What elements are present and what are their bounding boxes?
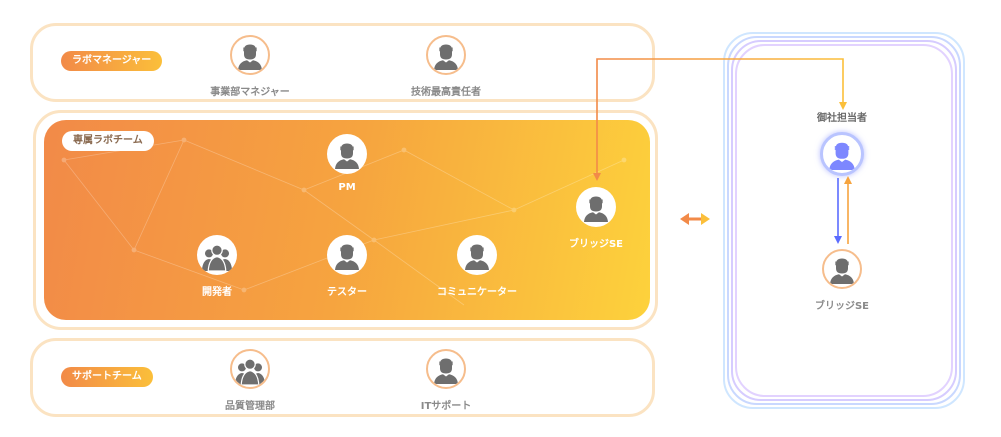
support-team-badge: サポートチーム	[61, 367, 153, 387]
member-client-bridge-se: ブリッジSE	[782, 249, 902, 312]
person-icon	[822, 249, 862, 289]
manager-team-badge: ラボマネージャー	[61, 51, 163, 71]
person-icon	[457, 235, 497, 275]
member-label: ITサポート	[420, 401, 472, 412]
person-icon	[230, 35, 270, 75]
person-icon	[426, 35, 466, 75]
member-label: 開発者	[202, 287, 232, 298]
group-icon	[230, 349, 270, 389]
member-label: 技術最高責任者	[411, 87, 481, 98]
person-icon	[576, 187, 616, 227]
member-label: 御社担当者	[817, 113, 867, 124]
member-bridge-se: ブリッジSE	[536, 187, 656, 250]
member-client-contact: 御社担当者	[782, 109, 902, 176]
person-icon	[327, 235, 367, 275]
member-label: テスター	[327, 287, 367, 298]
bidirectional-arrow-icon	[680, 213, 710, 225]
member-label: ブリッジSE	[568, 239, 624, 250]
member-label: PM	[338, 182, 356, 193]
member-label: 事業部マネジャー	[210, 87, 290, 98]
member-communicator: コミュニケーター	[417, 235, 537, 298]
member-tester: テスター	[287, 235, 407, 298]
member-pm: PM	[287, 134, 407, 193]
network-pattern	[61, 137, 627, 306]
member-label: コミュニケーター	[437, 287, 517, 298]
person-icon	[426, 349, 466, 389]
lab-team-badge: 専属ラボチーム	[62, 131, 154, 151]
person-icon	[327, 134, 367, 174]
person-icon	[820, 132, 864, 176]
member-developers: 開発者	[157, 235, 277, 298]
member-cto: 技術最高責任者	[386, 35, 506, 98]
group-icon	[197, 235, 237, 275]
member-it-support: ITサポート	[386, 349, 506, 412]
member-quality-control: 品質管理部	[190, 349, 310, 412]
client-frame	[723, 32, 965, 409]
member-label: ブリッジSE	[814, 301, 870, 312]
member-label: 品質管理部	[225, 401, 275, 412]
member-business-manager: 事業部マネジャー	[190, 35, 310, 98]
